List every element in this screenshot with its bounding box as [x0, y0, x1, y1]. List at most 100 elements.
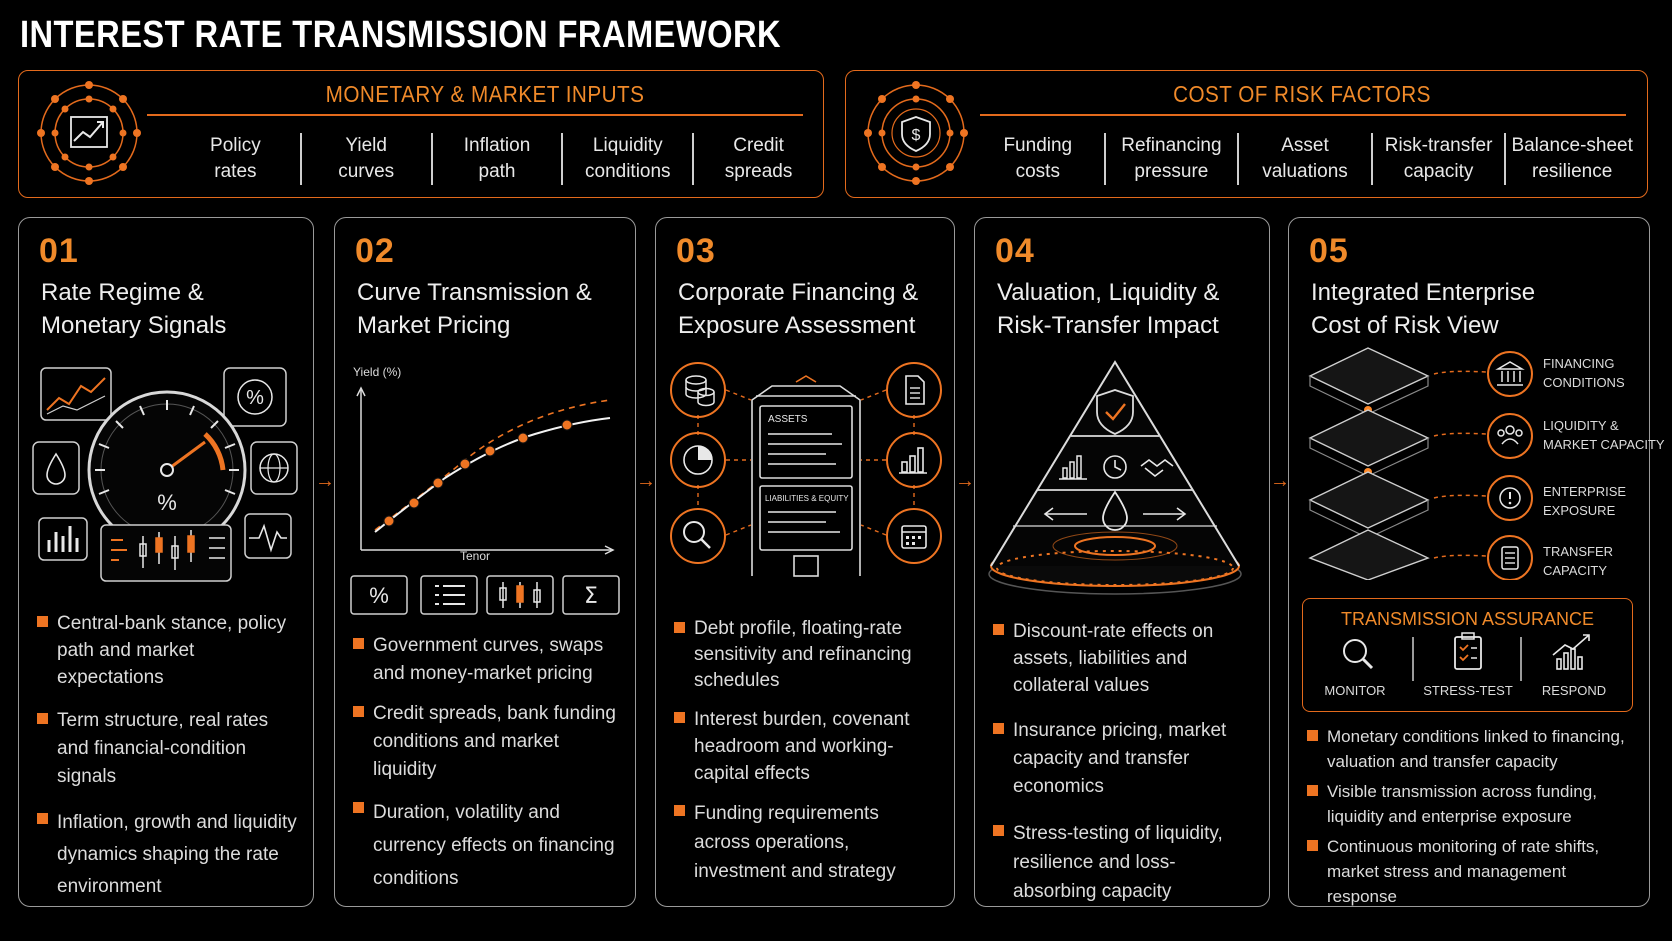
stage-bullets: Government curves, swaps and money-marke…: [353, 632, 623, 895]
bullet-item: Visible transmission across funding, liq…: [1307, 779, 1637, 829]
candlestick-icon: [486, 575, 554, 615]
flow-arrow: →: [1270, 470, 1290, 492]
svg-text:%: %: [157, 490, 177, 515]
bullet-item: Insurance pricing, market capacity and t…: [993, 717, 1255, 801]
yield-axis-label: Yield (%): [353, 365, 401, 379]
stage-title: Corporate Financing & Exposure Assessmen…: [678, 279, 919, 339]
bar-chart-icon: [886, 432, 942, 488]
search-icon: [670, 508, 726, 564]
input-inflation-path: Inflation path: [430, 133, 562, 185]
curve-point: [517, 432, 529, 444]
stage-title: Valuation, Liquidity & Risk-Transfer Imp…: [997, 279, 1220, 339]
flow-arrow: →: [636, 470, 656, 492]
bullet-item: Central-bank stance, policy path and mar…: [37, 610, 299, 691]
shield-icon: $: [864, 81, 968, 185]
coins-icon: [670, 362, 726, 418]
document-icon: [886, 362, 942, 418]
stage-card-01: 01 Rate Regime & Monetary Signals %: [18, 217, 314, 907]
curve-point: [432, 477, 444, 489]
stage-card-02: 02 Curve Transmission & Market Pricing Y…: [334, 217, 636, 907]
growth-icon: [1552, 634, 1590, 670]
bullet-item: Government curves, swaps and money-marke…: [353, 632, 623, 688]
bullet-item: Interest burden, covenant headroom and w…: [674, 706, 940, 787]
svg-text:%: %: [246, 387, 264, 409]
risk-funding-costs: Funding costs: [1003, 135, 1073, 182]
stage-bullets: Discount-rate effects on assets, liabili…: [993, 618, 1255, 906]
yield-curve: [374, 417, 611, 533]
handshake-icon: [1140, 459, 1174, 478]
input-yield-curves: Yield curves: [299, 133, 431, 185]
stage-card-04: 04 Valuation, Liquidity & Risk-Transfer …: [974, 217, 1270, 907]
layer-stack-illustration: [1308, 347, 1533, 580]
stack-label-exposure: ENTERPRISE EXPOSURE: [1543, 484, 1627, 518]
monetary-inputs-panel: MONETARY & MARKET INPUTS Policy rates Yi…: [18, 70, 824, 198]
bullet-item: Funding requirements across operations, …: [674, 799, 940, 886]
inputs-panel-items: Policy rates Yield curves Inflation path…: [171, 133, 823, 185]
bullet-item: Term structure, real rates and financial…: [37, 707, 299, 791]
bullet-item: Continuous monitoring of rate shifts, ma…: [1307, 834, 1637, 909]
svg-text:$: $: [912, 127, 921, 144]
transmission-assurance-box: TRANSMISSION ASSURANCE MONITOR STRESS-TE…: [1302, 598, 1633, 712]
bullet-item: Credit spreads, bank funding conditions …: [353, 700, 623, 784]
curve-point: [459, 458, 471, 470]
stage-number: 01: [39, 232, 79, 270]
stage-number: 05: [1309, 232, 1349, 270]
percent-icon: %: [350, 575, 408, 615]
stack-layer: [1308, 529, 1430, 580]
forward-curve: [374, 399, 611, 531]
droplet-icon: [32, 441, 80, 495]
stage-bullets: Monetary conditions linked to financing,…: [1307, 724, 1637, 909]
flow-arrow: →: [955, 470, 975, 492]
risk-balance-sheet-resilience: Balance-sheet resilience: [1504, 133, 1638, 185]
stack-layer: [1308, 409, 1430, 477]
input-liquidity-conditions: Liquidity conditions: [561, 133, 692, 185]
liabilities-label: LIABILITIES & EQUITY: [765, 494, 849, 503]
stage-title: Curve Transmission & Market Pricing: [357, 279, 592, 339]
people-icon: [1487, 413, 1533, 459]
assets-label: ASSETS: [768, 414, 808, 425]
stage-number: 03: [676, 232, 716, 270]
risk-factors-panel: $ COST OF RISK FACTORS Funding costs Ref…: [845, 70, 1648, 198]
input-policy-rates: Policy rates: [210, 135, 261, 182]
stage-title: Rate Regime & Monetary Signals: [41, 279, 227, 339]
check-shield-icon: [1096, 389, 1134, 435]
stack-label-transfer: TRANSFER CAPACITY: [1543, 544, 1614, 578]
market-tools-icons: % Σ: [350, 575, 620, 615]
candlestick-icon: [100, 524, 232, 582]
curve-point: [561, 419, 573, 431]
gauge-dashboard-illustration: % %: [32, 367, 298, 582]
bar-chart-icon: [1059, 455, 1087, 480]
svg-text:Σ: Σ: [584, 584, 598, 609]
bullet-item: Inflation, growth and liquidity dynamics…: [37, 807, 299, 903]
assurance-monitor: MONITOR: [1324, 683, 1386, 698]
curve-point: [383, 515, 395, 527]
assurance-respond: RESPOND: [1541, 683, 1607, 698]
stack-label-financing: FINANCING CONDITIONS: [1543, 356, 1625, 390]
input-credit-spreads: Credit spreads: [692, 133, 823, 185]
risk-asset-valuations: Asset valuations: [1237, 133, 1371, 185]
stage-bullets: Debt profile, floating-rate sensitivity …: [674, 616, 940, 886]
building-icon: [751, 375, 861, 577]
sigma-icon: Σ: [562, 575, 620, 615]
stack-label-liquidity: LIQUIDITY & MARKET CAPACITY: [1543, 418, 1665, 452]
stack-layer: [1308, 471, 1430, 539]
percent-icon: %: [223, 367, 287, 427]
pulse-icon: [244, 513, 292, 559]
bullet-item: Debt profile, floating-rate sensitivity …: [674, 616, 940, 694]
pie-chart-icon: [670, 432, 726, 488]
trend-chart-icon: [40, 367, 112, 421]
tenor-axis-label: Tenor: [460, 549, 490, 560]
stage-card-05: 05 Integrated Enterprise Cost of Risk Vi…: [1288, 217, 1650, 907]
bullet-item: Stress-testing of liquidity, resilience …: [993, 819, 1255, 906]
page-title: INTEREST RATE TRANSMISSION FRAMEWORK: [20, 14, 782, 56]
stage-bullets: Central-bank stance, policy path and mar…: [37, 610, 299, 903]
assurance-stress-test: STRESS-TEST: [1423, 683, 1513, 698]
balance-sheet-illustration: ASSETS LIABILITIES & EQUITY: [670, 362, 942, 577]
gauge-icon: %: [87, 390, 247, 550]
clipboard-icon: [1454, 632, 1482, 670]
bank-icon: [1487, 351, 1533, 397]
stage-card-03: 03 Corporate Financing & Exposure Assess…: [655, 217, 955, 907]
assurance-icons: [1343, 632, 1590, 681]
globe-icon: [250, 441, 298, 495]
list-icon: [420, 575, 478, 615]
